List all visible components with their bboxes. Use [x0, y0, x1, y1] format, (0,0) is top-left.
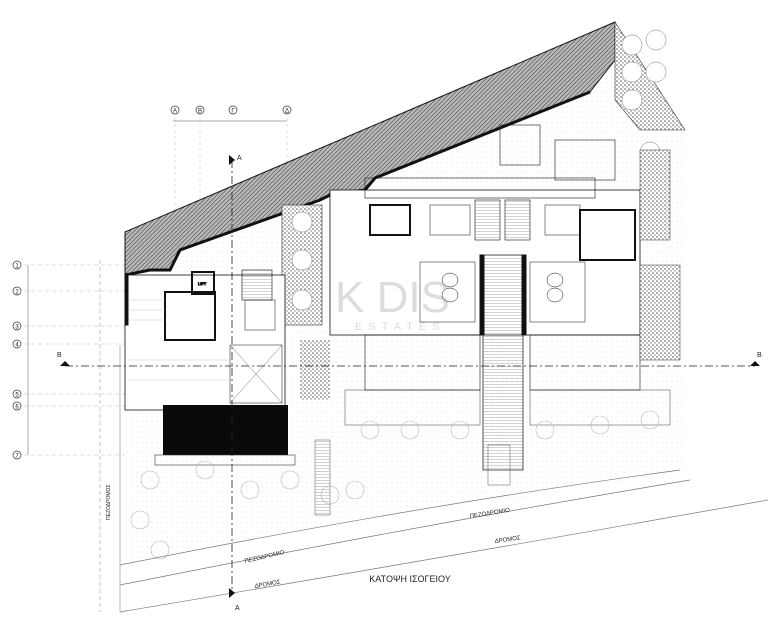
right-garden	[639, 149, 681, 361]
svg-text:Γ: Γ	[231, 109, 235, 115]
grid-row-2: 2	[15, 290, 19, 296]
side-sidewalk-label: ΠΕΖΟΔΡΟΜΟΣ	[106, 485, 112, 521]
svg-text:Δ: Δ	[285, 109, 289, 115]
lift-label: LIFT	[198, 281, 207, 286]
grid-marker-c: Γ	[228, 105, 238, 115]
left-unit: LIFT	[124, 269, 286, 411]
grid-column-markers: A B Γ Δ	[170, 105, 292, 240]
svg-text:ESTATES: ESTATES	[355, 321, 446, 333]
pool	[163, 405, 288, 455]
garden-center-left	[281, 204, 330, 400]
section-b-right: B	[757, 352, 762, 359]
grid-marker-a: A	[170, 105, 180, 115]
grid-row-6: 6	[15, 405, 19, 411]
section-line-b: B B	[57, 352, 762, 367]
grid-row-4: 4	[15, 343, 19, 349]
svg-text:B: B	[198, 109, 202, 115]
grid-row-markers: 1 2 3 4 5 6 7	[12, 260, 125, 460]
road	[99, 260, 768, 613]
svg-text:K DIS: K DIS	[335, 273, 450, 322]
landscape-trees	[130, 410, 660, 560]
grid-row-3: 3	[15, 325, 19, 331]
watermark-logo: K DIS ESTATES	[335, 273, 450, 333]
roof-edge	[124, 90, 591, 277]
sidewalk-label: ΠΕΖΟΔΡΟΜΙΟ	[469, 508, 510, 520]
grid-marker-d: Δ	[282, 105, 292, 115]
grid-row-5: 5	[15, 393, 19, 399]
svg-text:A: A	[173, 109, 177, 115]
road-label-left: ΔΡΟΜΟΣ	[254, 579, 281, 589]
section-a-bottom: A	[235, 605, 240, 612]
grid-row-7: 7	[15, 454, 19, 460]
section-a-top: A	[237, 155, 242, 162]
road-label: ΔΡΟΜΟΣ	[494, 535, 521, 545]
grid-row-1: 1	[15, 264, 19, 270]
section-line-a: A A	[229, 155, 242, 612]
grid-marker-b: B	[195, 105, 205, 115]
drawing-title: ΚΑΤΟΨΗ ΙΣΟΓΕΙΟΥ	[369, 574, 450, 584]
sidewalk-label-left: ΠΕΖΟΔΡΟΜΙΟ	[244, 550, 285, 565]
center-units	[329, 124, 671, 471]
section-b-left: B	[57, 352, 62, 359]
